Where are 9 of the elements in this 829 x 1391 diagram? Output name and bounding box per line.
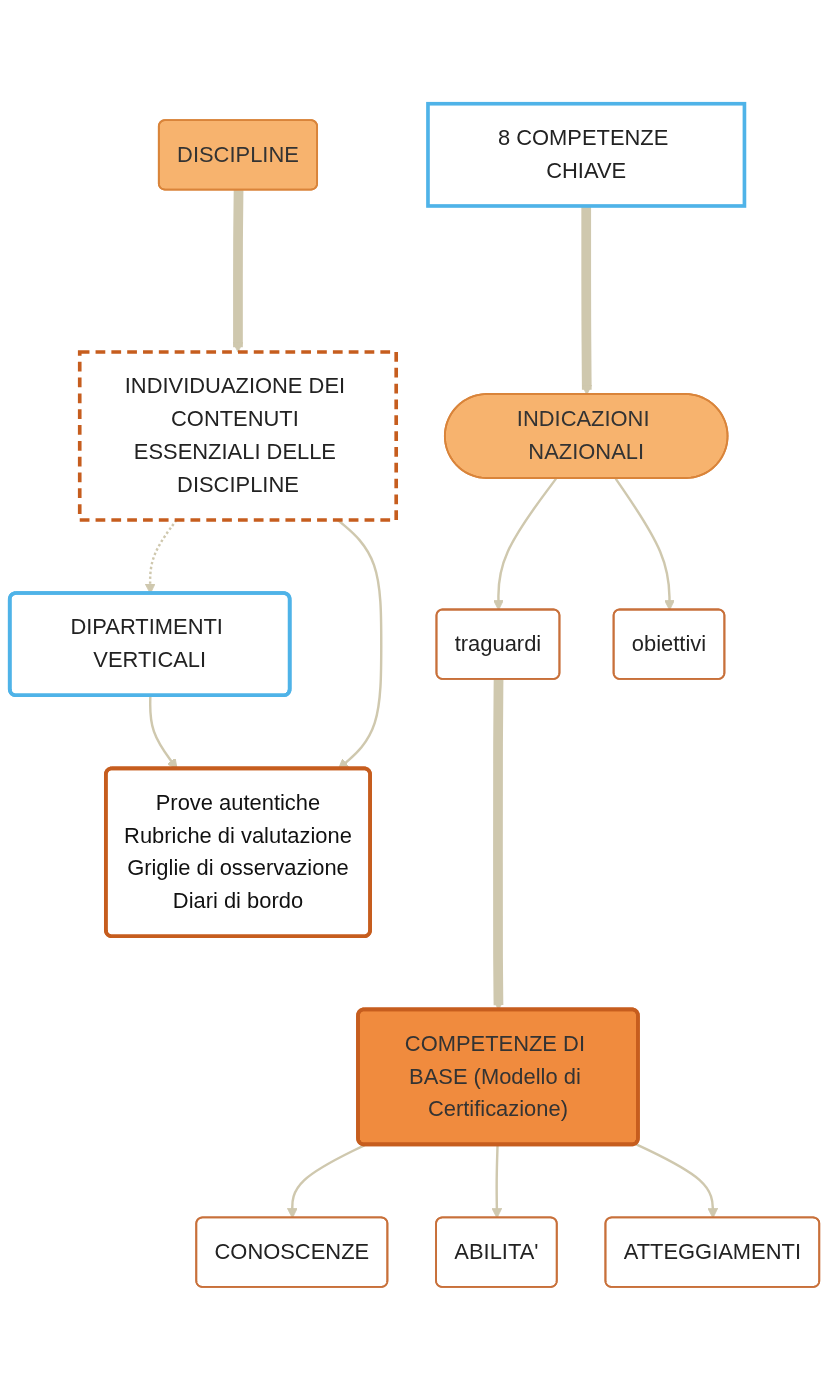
node-box: INDIVIDUAZIONE DEI CONTENUTI ESSENZIALI DELLE DISCIPLINE — [77, 350, 399, 523]
node-box: 8 COMPETENZE CHIAVE — [426, 102, 747, 208]
arrow — [635, 1143, 719, 1219]
arrow — [581, 206, 593, 396]
arrow — [232, 190, 244, 353]
arrow — [286, 1144, 366, 1219]
arrow — [493, 478, 558, 611]
arrow — [491, 1145, 503, 1219]
arrow — [614, 478, 675, 611]
